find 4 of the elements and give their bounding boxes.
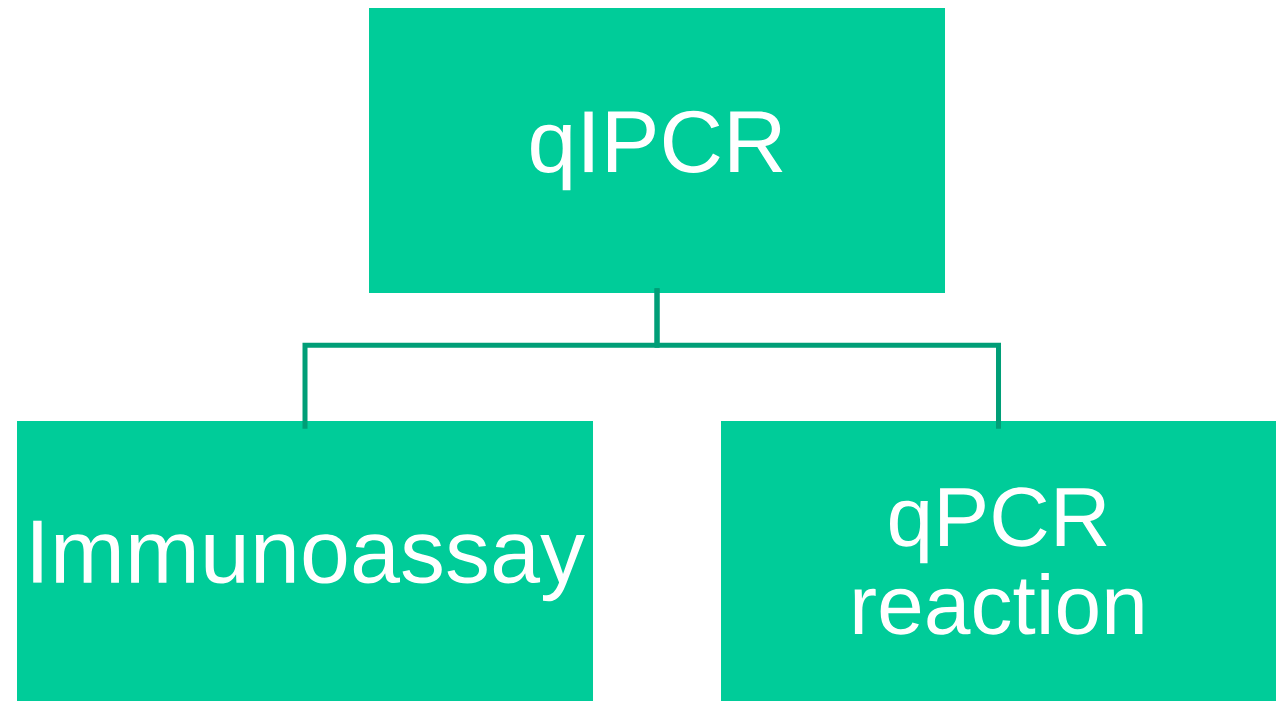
process-box: qPCR reaction bbox=[721, 421, 1276, 701]
process-box: qIPCR bbox=[369, 8, 945, 293]
connector-line bbox=[654, 288, 1001, 429]
process-box: Immunoassay bbox=[17, 421, 593, 701]
